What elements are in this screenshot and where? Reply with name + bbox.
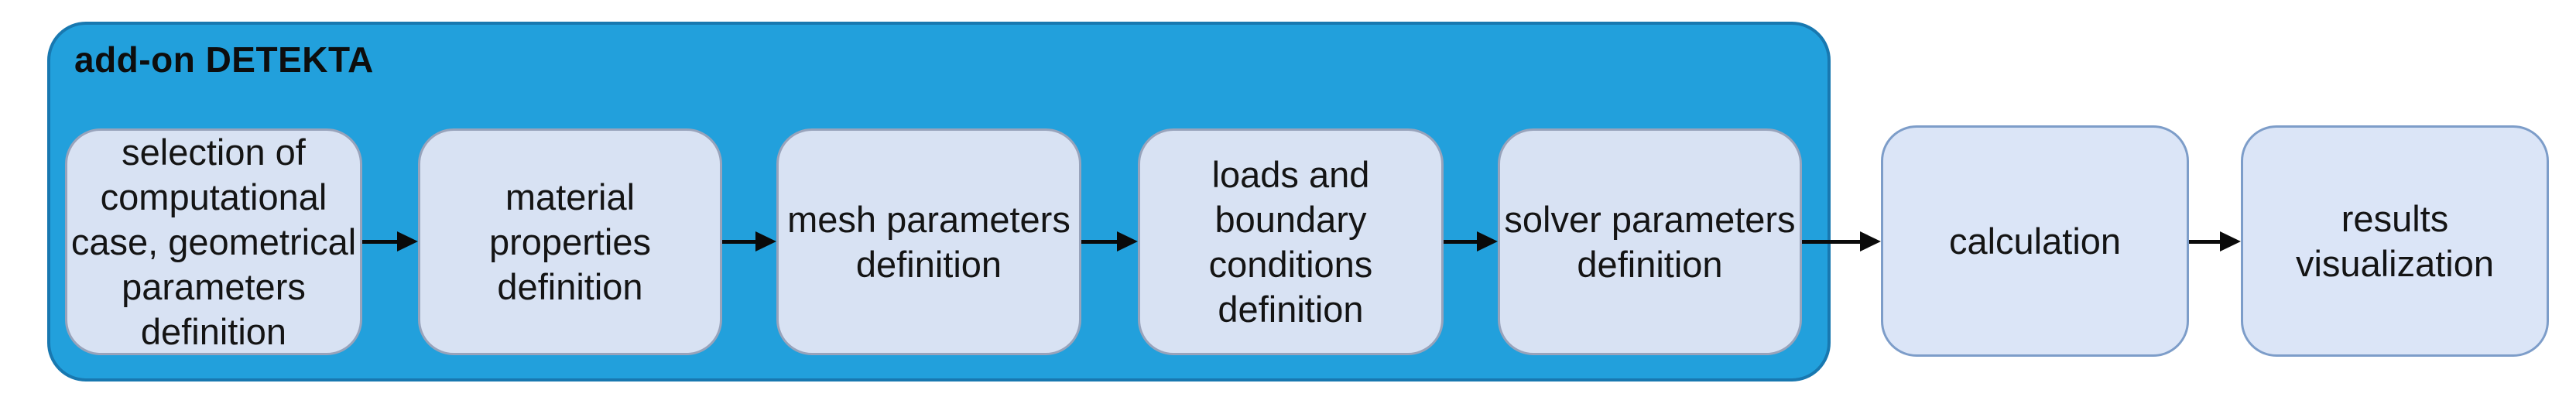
arrow-head-icon: [1477, 231, 1498, 251]
group-title: add-on DETEKTA: [74, 39, 374, 80]
flow-arrow-6: [2189, 231, 2241, 251]
flow-arrow-5: [1802, 231, 1881, 251]
arrow-head-icon: [1117, 231, 1138, 251]
arrow-head-icon: [397, 231, 418, 251]
flow-arrow-4: [1444, 231, 1498, 251]
flow-arrow-2: [722, 231, 776, 251]
step-material-properties-definition: material properties definition: [418, 128, 722, 355]
step-calculation: calculation: [1881, 125, 2189, 357]
flow-arrow-1: [362, 231, 418, 251]
arrow-shaft: [1444, 239, 1477, 244]
arrow-shaft: [362, 239, 397, 244]
flow-arrow-3: [1081, 231, 1138, 251]
arrow-shaft: [1081, 239, 1117, 244]
step-selection-of-computational-case: selection of computational case, geometr…: [65, 128, 362, 355]
step-mesh-parameters-definition: mesh parameters definition: [776, 128, 1081, 355]
arrow-shaft: [722, 239, 755, 244]
step-results-visualization: results visualization: [2241, 125, 2549, 357]
step-solver-parameters-definition: solver parameters definition: [1498, 128, 1802, 355]
arrow-shaft: [2189, 239, 2220, 244]
arrow-head-icon: [1860, 231, 1881, 251]
arrow-shaft: [1802, 239, 1860, 244]
arrow-head-icon: [2220, 231, 2241, 251]
step-loads-and-boundary-conditions: loads and boundary conditions definition: [1138, 128, 1444, 355]
arrow-head-icon: [755, 231, 776, 251]
